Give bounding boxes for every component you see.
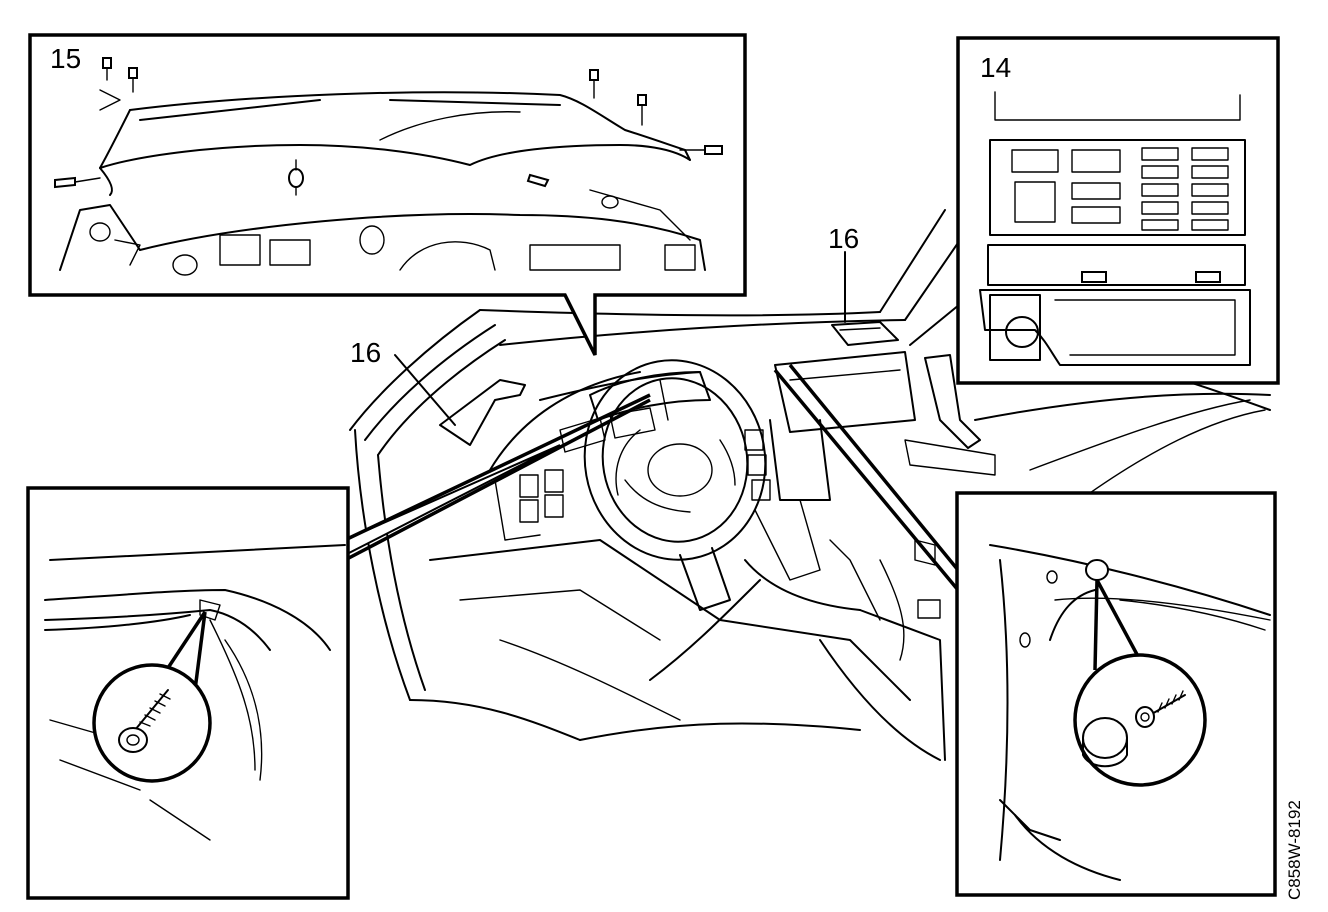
inset-right-clip-detail xyxy=(773,363,1277,897)
car-interior-scene xyxy=(349,209,1271,761)
inset-left-screw-detail xyxy=(26,393,651,900)
drawing-code: C858W-8192 xyxy=(1285,800,1304,900)
inset-15-dashboard-removal: 15 xyxy=(28,33,747,356)
callout-16-right: 16 xyxy=(828,223,859,254)
inset-14-center-console: 14 xyxy=(956,36,1280,385)
callout-16-left: 16 xyxy=(350,337,381,368)
callout-15: 15 xyxy=(50,43,81,74)
callout-14: 14 xyxy=(980,52,1011,83)
